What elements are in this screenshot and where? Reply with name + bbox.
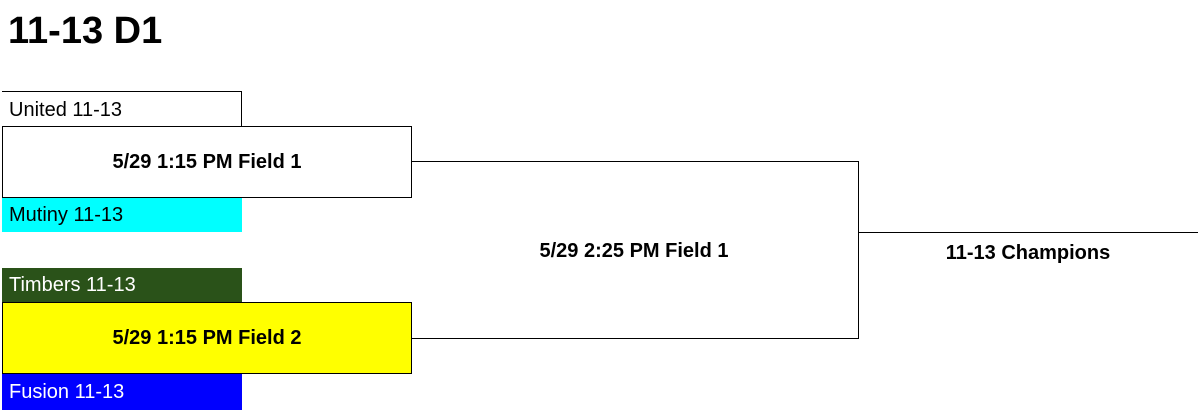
team-united: United 11-13 <box>2 91 242 127</box>
final-game-label: 5/29 2:25 PM Field 1 <box>539 240 729 262</box>
team-timbers: Timbers 11-13 <box>2 268 242 303</box>
team-mutiny: Mutiny 11-13 <box>2 198 242 232</box>
game-field-1-label: 5/29 1:15 PM Field 1 <box>112 150 302 173</box>
champion-label: 11-13 Champions <box>945 242 1111 264</box>
game-field-1: 5/29 1:15 PM Field 1 <box>2 126 412 198</box>
connector-vertical <box>858 161 859 339</box>
game-field-2-label: 5/29 1:15 PM Field 2 <box>112 326 302 349</box>
connector-game2-horizontal <box>411 338 859 339</box>
connector-champion-horizontal <box>858 232 1198 233</box>
game-field-2: 5/29 1:15 PM Field 2 <box>2 302 412 374</box>
team-fusion: Fusion 11-13 <box>2 374 242 410</box>
bracket-title: 11-13 D1 <box>8 10 163 52</box>
connector-game1-horizontal <box>411 161 859 162</box>
